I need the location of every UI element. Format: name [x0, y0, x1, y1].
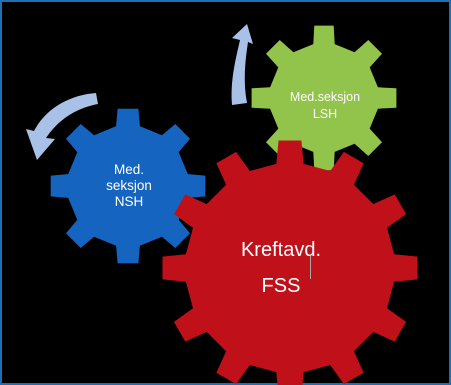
gear-nsh-label-line3: NSH — [114, 194, 144, 209]
curved-arrow-down-icon — [26, 93, 98, 160]
gear-nsh-label-line2: seksjon — [106, 178, 152, 193]
curved-arrow-up-icon — [231, 24, 253, 105]
gear-lsh-label: Med.seksjon LSH — [265, 89, 385, 123]
gear-lsh-label-line2: LSH — [312, 107, 338, 121]
gear-nsh-label: Med. seksjon NSH — [84, 162, 174, 210]
gear-nsh-label-line1: Med. — [113, 162, 144, 177]
gear-fss-label-line1: Kreftavd. — [240, 239, 322, 261]
gear-nsh — [50, 108, 206, 264]
gear-fss-label-line2: FSS — [261, 275, 301, 297]
gear-lsh-label-line1: Med.seksjon — [289, 90, 361, 104]
gear-fss — [162, 140, 418, 385]
gear-lsh — [251, 25, 397, 171]
text-cursor — [310, 256, 311, 279]
gear-fss-label: Kreftavd. FSS — [216, 232, 346, 304]
